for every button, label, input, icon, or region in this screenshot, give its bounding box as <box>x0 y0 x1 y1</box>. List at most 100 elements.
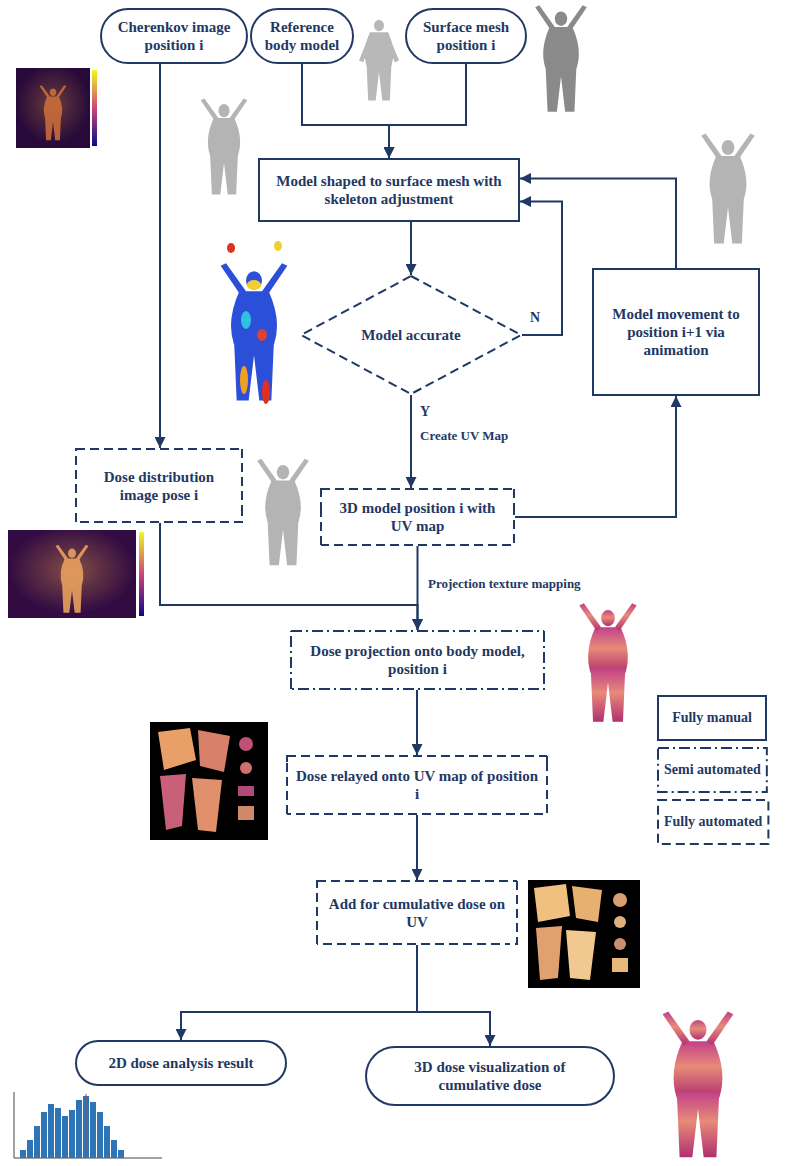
flow-arrow <box>520 202 562 335</box>
edge-label: N <box>528 310 542 327</box>
node-text: Dose projection onto body model, positio… <box>300 642 535 678</box>
flow-arrow <box>302 64 389 158</box>
text-group: 3D model position i with UV map <box>330 499 505 535</box>
shaped-model-figure <box>201 98 248 194</box>
node-text: Surface mesh position i <box>419 18 513 54</box>
flow-arrow <box>417 945 490 1046</box>
legend-item: Semi automated <box>657 747 768 793</box>
text-group: Dose relayed onto UV map of position i <box>296 767 538 803</box>
input-pill: Cherenkov image position i <box>100 8 248 64</box>
flow-arrow <box>389 64 466 158</box>
dose-histogram <box>14 1092 162 1158</box>
node-outline <box>75 448 243 523</box>
flow-arrow <box>515 396 676 517</box>
uv-model-figure <box>257 459 309 565</box>
process-box: Model shaped to surface mesh with skelet… <box>258 158 520 222</box>
flow-arrow <box>520 178 676 268</box>
flow-arrow <box>410 395 412 488</box>
node-outline <box>316 880 518 945</box>
node-outline <box>405 8 527 64</box>
outline-shape <box>287 756 547 814</box>
outline-shape <box>259 159 519 221</box>
node-outline <box>258 158 520 222</box>
process-box: Dose distribution image pose i <box>75 448 243 523</box>
outline-shape <box>317 881 517 944</box>
animated-model-figure <box>701 134 754 244</box>
input-pill: Reference body model <box>250 8 354 64</box>
text-group: Model accurate <box>356 326 467 344</box>
text-group: Cherenkov image position i <box>114 18 234 54</box>
process-box: Dose relayed onto UV map of position i <box>286 755 548 815</box>
text-group: Add for cumulative dose on UV <box>326 895 508 931</box>
annotation-label: Create UV Map <box>418 428 510 444</box>
flow-arrow <box>416 690 418 755</box>
dose-distribution-image <box>8 530 144 618</box>
outline-shape <box>76 1041 286 1085</box>
node-text: 3D model position i with UV map <box>330 499 505 535</box>
surface-mesh-figure <box>535 5 587 111</box>
outline-shape <box>593 269 759 395</box>
flow-arrow <box>410 222 412 275</box>
text-group: Reference body model <box>264 18 340 54</box>
legend-text: Fully automated <box>664 814 762 831</box>
text-group: Surface mesh position i <box>419 18 513 54</box>
edge-label: Y <box>418 404 432 421</box>
outline-shape <box>76 449 242 522</box>
node-outline <box>250 8 354 64</box>
node-text: 2D dose analysis result <box>89 1054 273 1072</box>
process-box: Add for cumulative dose on UV <box>316 880 518 945</box>
output-pill: 3D dose visualization of cumulative dose <box>365 1046 615 1106</box>
process-box: Model movement to position i+1 via anima… <box>592 268 760 396</box>
cumulative-dose-figure <box>663 1011 734 1157</box>
accuracy-heatmap-figure <box>221 241 288 404</box>
reference-body-figure <box>359 20 399 101</box>
legend-swatch <box>658 696 766 740</box>
legend-swatch <box>658 748 767 792</box>
flow-arrow <box>181 945 417 1040</box>
outline-shape <box>101 9 247 63</box>
cherenkov-image <box>16 68 97 148</box>
legend-swatch <box>658 800 768 844</box>
uv-map-image <box>150 722 268 840</box>
flow-arrow <box>159 64 161 448</box>
dose-projection-figure <box>579 603 637 722</box>
node-text: 3D dose visualization of cumulative dose <box>379 1058 601 1094</box>
node-outline <box>290 630 545 690</box>
outline-shape <box>406 9 526 63</box>
cumulative-uv-map-image <box>528 880 640 988</box>
node-outline <box>320 488 515 546</box>
text-group: Dose projection onto body model, positio… <box>300 642 535 678</box>
process-box: Dose projection onto body model, positio… <box>290 630 545 690</box>
outline-shape <box>321 489 514 545</box>
text-group: 2D dose analysis result <box>89 1054 273 1072</box>
node-text: Dose relayed onto UV map of position i <box>296 767 538 803</box>
input-pill: Surface mesh position i <box>405 8 527 64</box>
node-text: Dose distribution image pose i <box>85 468 233 504</box>
text-group: Model movement to position i+1 via anima… <box>602 305 750 359</box>
process-box: 3D model position i with UV map <box>320 488 515 546</box>
legend-text: Semi automated <box>664 762 761 779</box>
node-text: Model movement to position i+1 via anima… <box>602 305 750 359</box>
node-outline <box>100 8 248 64</box>
decision-diamond: Model accurate <box>300 275 522 395</box>
output-pill: 2D dose analysis result <box>75 1040 287 1086</box>
outline-shape <box>366 1047 614 1105</box>
outline-shape <box>251 9 353 63</box>
text-group: 3D dose visualization of cumulative dose <box>379 1058 601 1094</box>
node-text: Model shaped to surface mesh with skelet… <box>268 172 510 208</box>
text-group: Model shaped to surface mesh with skelet… <box>268 172 510 208</box>
legend-text: Fully manual <box>672 710 752 727</box>
node-outline <box>365 1046 615 1106</box>
node-outline <box>286 755 548 815</box>
annotation-label: Projection texture mapping <box>426 576 583 592</box>
node-text: Model accurate <box>356 326 467 344</box>
node-text: Cherenkov image position i <box>114 18 234 54</box>
node-text: Add for cumulative dose on UV <box>326 895 508 931</box>
outline-shape <box>301 276 521 394</box>
node-text: Reference body model <box>264 18 340 54</box>
flow-arrow <box>416 815 418 880</box>
legend-item: Fully automated <box>657 799 769 845</box>
text-group: Dose distribution image pose i <box>85 468 233 504</box>
